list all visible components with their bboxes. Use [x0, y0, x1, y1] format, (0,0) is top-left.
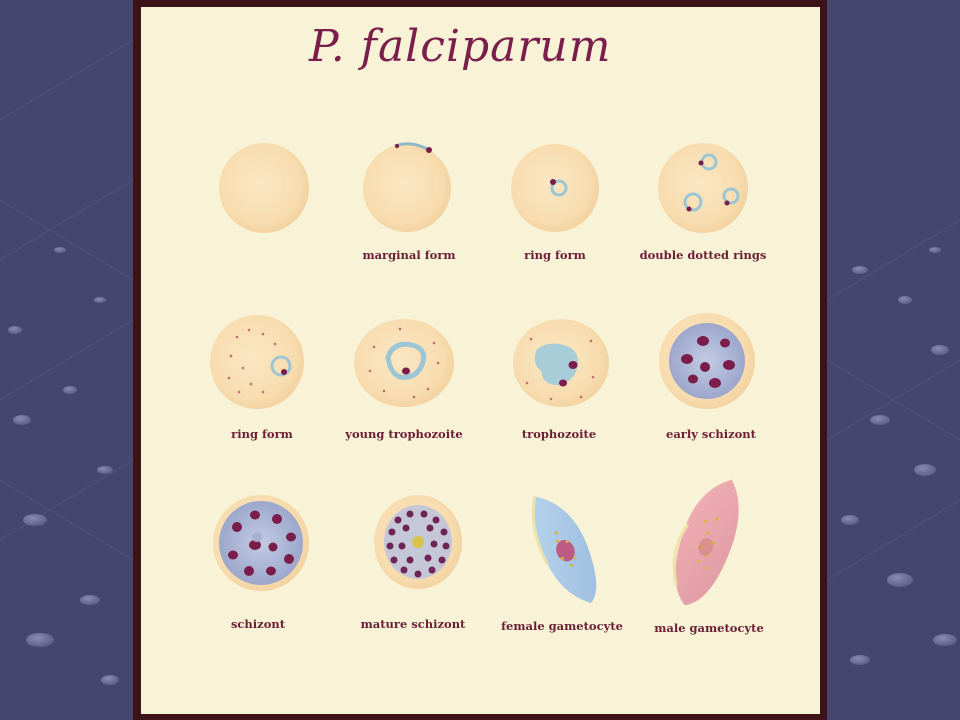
young-trophozoite-icon — [354, 319, 454, 407]
male-gametocyte-icon — [672, 479, 739, 606]
stage-cells — [210, 142, 755, 606]
stage-label: double dotted rings — [639, 248, 767, 262]
page-title: P. falciparum — [309, 21, 612, 72]
plate-panel: P. falciparum — [141, 7, 820, 714]
stage-label: male gametocyte — [654, 621, 764, 635]
illustration-plate: P. falciparum — [133, 0, 827, 720]
stage-label: mature schizont — [360, 617, 466, 631]
stage-label: early schizont — [666, 427, 756, 441]
stage-label: marginal form — [362, 248, 456, 262]
stage-label: schizont — [230, 617, 286, 631]
stage-label: ring form — [524, 248, 586, 262]
stage-label: female gametocyte — [501, 619, 623, 633]
double-dotted-rings-icon — [658, 143, 748, 233]
ring-form-icon — [511, 144, 599, 232]
stage-label: trophozoite — [521, 427, 597, 441]
trophozoite-icon — [513, 319, 609, 407]
ring-form-stippled-icon — [210, 315, 304, 409]
marginal-form-icon — [363, 142, 451, 232]
schizont-icon — [213, 495, 309, 591]
stage-label: young trophozoite — [345, 427, 463, 441]
early-schizont-icon — [659, 313, 755, 409]
mature-schizont-icon — [374, 495, 462, 589]
normal-rbc-icon — [219, 143, 309, 233]
female-gametocyte-icon — [531, 495, 597, 603]
stage-label: ring form — [231, 427, 293, 441]
